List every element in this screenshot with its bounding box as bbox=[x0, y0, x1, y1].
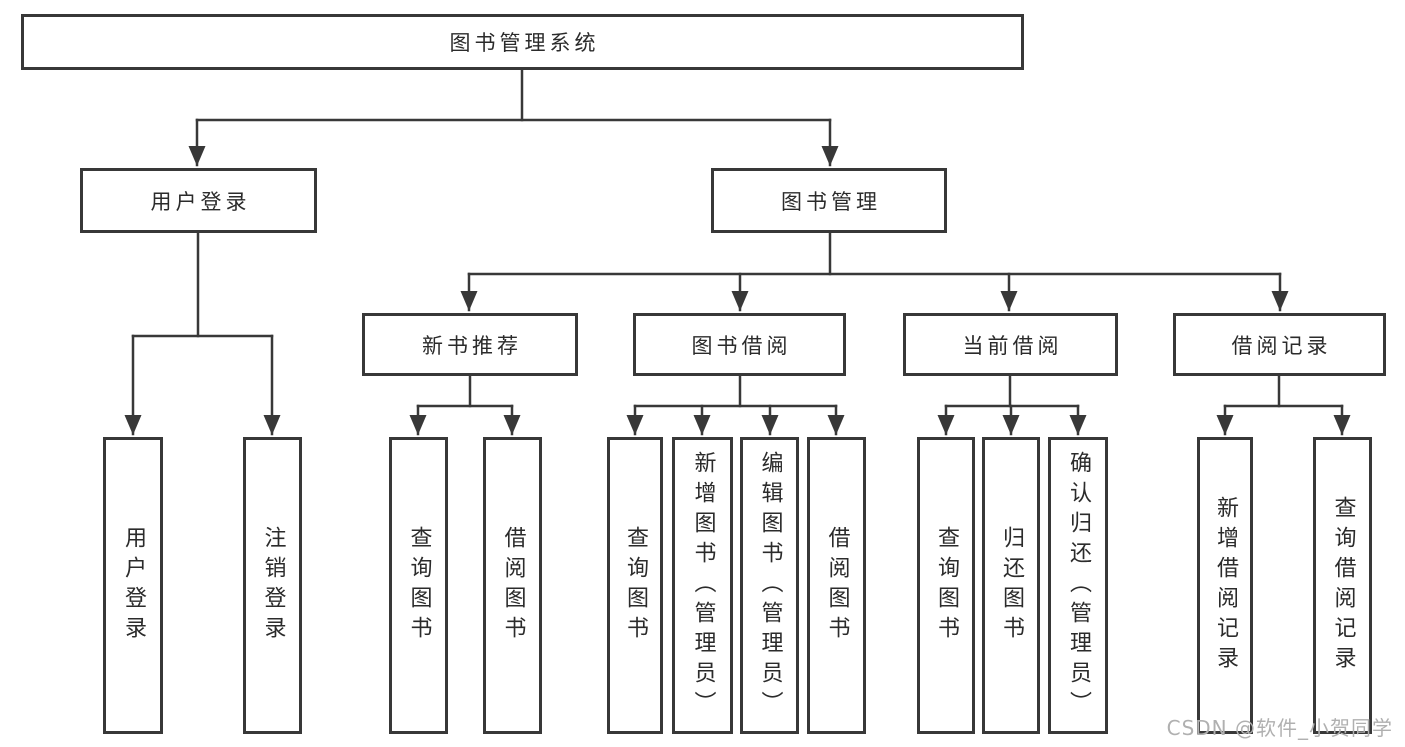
connector-current-to-leaves bbox=[937, 374, 1087, 436]
leaf-user-login: 用户登录 bbox=[103, 437, 163, 734]
node-root-library-system: 图书管理系统 bbox=[21, 14, 1024, 70]
node-label: 新增图书（管理员） bbox=[690, 450, 716, 721]
leaf-borrow-borrow-books: 借阅图书 bbox=[807, 437, 866, 734]
connector-book-mgmt-to-level3 bbox=[460, 231, 1289, 312]
leaf-logout: 注销登录 bbox=[243, 437, 302, 734]
connector-borrow-to-leaves bbox=[626, 374, 845, 436]
node-label: 借阅图书 bbox=[500, 525, 526, 646]
node-user-login: 用户登录 bbox=[80, 168, 317, 233]
node-book-management: 图书管理 bbox=[711, 168, 947, 233]
node-label: 用户登录 bbox=[121, 525, 146, 646]
node-label: 图书管理系统 bbox=[449, 31, 600, 55]
node-label: 查询图书 bbox=[934, 525, 959, 646]
node-label: 注销登录 bbox=[260, 525, 286, 646]
node-borrow-records: 借阅记录 bbox=[1173, 313, 1386, 376]
node-label: 归还图书 bbox=[999, 525, 1024, 646]
node-book-borrow: 图书借阅 bbox=[633, 313, 846, 376]
node-current-borrow: 当前借阅 bbox=[903, 313, 1118, 376]
leaf-borrow-query-books: 查询图书 bbox=[607, 437, 663, 734]
leaf-current-return-books: 归还图书 bbox=[982, 437, 1040, 734]
node-label: 确认归还（管理员） bbox=[1066, 450, 1091, 721]
connector-root-to-level2 bbox=[188, 68, 839, 167]
connector-user-login-to-leaves bbox=[124, 231, 281, 436]
node-label: 查询图书 bbox=[406, 525, 432, 646]
leaf-current-query-books: 查询图书 bbox=[917, 437, 975, 734]
leaf-borrow-add-books-admin: 新增图书（管理员） bbox=[672, 437, 733, 734]
watermark-text: CSDN @软件_小贺同学 bbox=[1166, 716, 1393, 740]
node-label: 新书推荐 bbox=[422, 333, 522, 358]
node-label: 编辑图书（管理员） bbox=[757, 450, 783, 721]
node-label: 查询借阅记录 bbox=[1330, 495, 1356, 676]
node-label: 查询图书 bbox=[623, 525, 648, 646]
node-label: 借阅记录 bbox=[1231, 333, 1332, 358]
leaf-recommend-query-books: 查询图书 bbox=[389, 437, 448, 734]
node-label: 当前借阅 bbox=[962, 333, 1063, 358]
leaf-recommend-borrow-books: 借阅图书 bbox=[483, 437, 542, 734]
node-label: 图书借阅 bbox=[691, 333, 792, 358]
node-label: 借阅图书 bbox=[824, 525, 850, 646]
node-label: 新增借阅记录 bbox=[1213, 495, 1238, 676]
leaf-borrow-edit-books-admin: 编辑图书（管理员） bbox=[740, 437, 799, 734]
node-new-book-recommend: 新书推荐 bbox=[362, 313, 578, 376]
leaf-records-query-record: 查询借阅记录 bbox=[1313, 437, 1372, 734]
connector-recommend-to-leaves bbox=[409, 374, 521, 436]
node-label: 图书管理 bbox=[781, 189, 881, 214]
connector-records-to-leaves bbox=[1216, 374, 1351, 436]
node-label: 用户登录 bbox=[150, 189, 251, 214]
leaf-current-confirm-return-admin: 确认归还（管理员） bbox=[1048, 437, 1108, 734]
leaf-records-add-record: 新增借阅记录 bbox=[1197, 437, 1253, 734]
